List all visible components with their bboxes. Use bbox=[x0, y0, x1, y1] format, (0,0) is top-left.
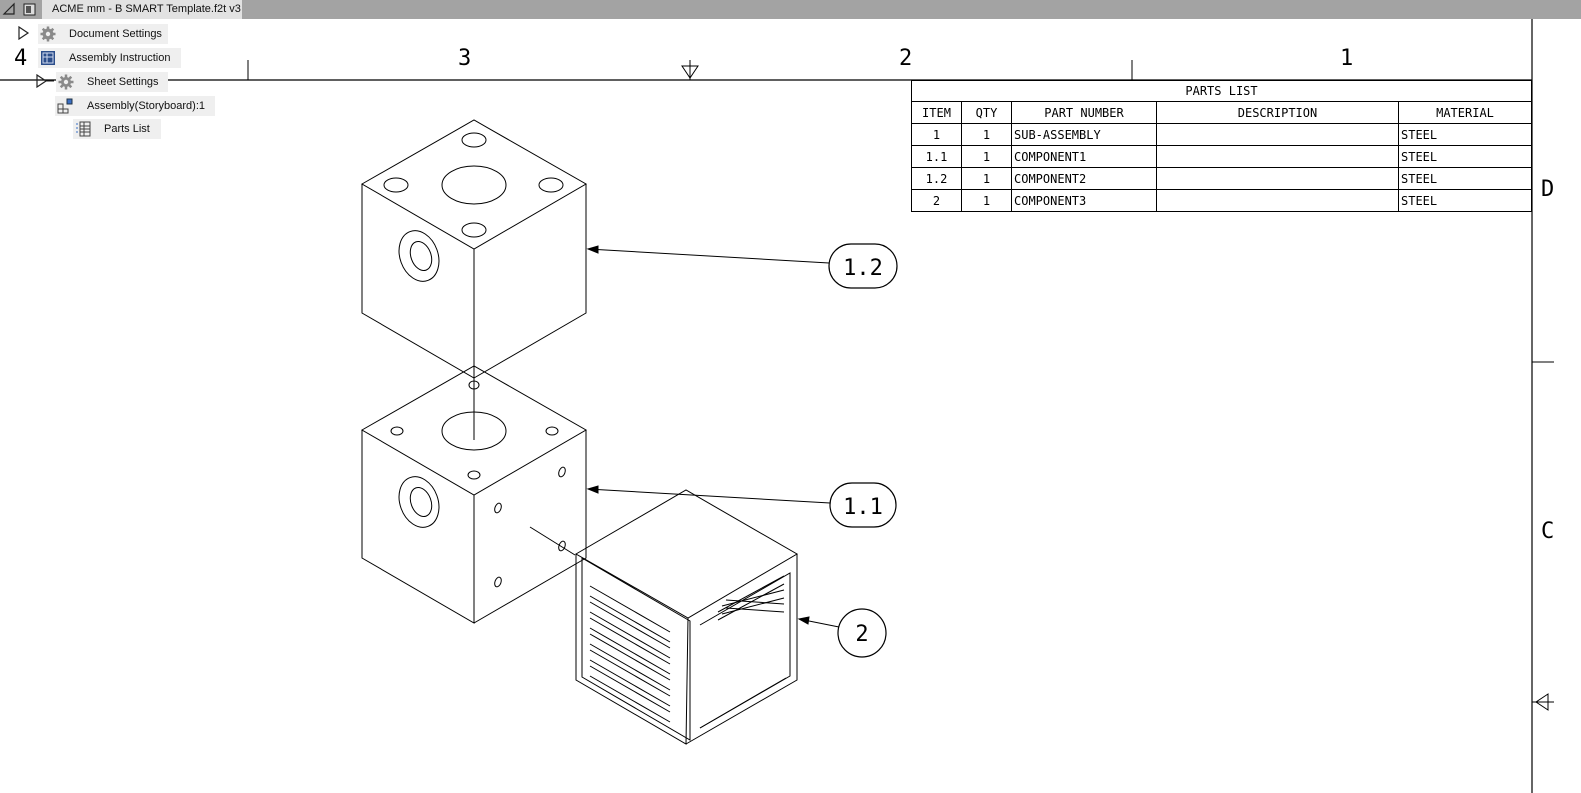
table-cell: COMPONENT1 bbox=[1011, 145, 1157, 168]
table-cell bbox=[1156, 145, 1399, 168]
table-cell: COMPONENT3 bbox=[1011, 189, 1157, 212]
balloon-label: 1.1 bbox=[843, 495, 883, 520]
table-cell: STEEL bbox=[1398, 189, 1532, 212]
table-cell bbox=[1156, 123, 1399, 146]
document-icon[interactable] bbox=[22, 2, 37, 17]
balloon-label: 1.2 bbox=[843, 256, 883, 281]
column-header: MATERIAL bbox=[1398, 101, 1532, 124]
parts-list-table[interactable]: PARTS LIST ITEM QTY PART NUMBER DESCRIPT… bbox=[911, 80, 1532, 212]
tree-node-label: Assembly Instruction bbox=[69, 52, 171, 64]
table-cell bbox=[1156, 189, 1399, 212]
expand-arrow-icon[interactable] bbox=[34, 74, 56, 88]
tree-node-document-settings[interactable]: Document Settings bbox=[38, 24, 168, 44]
table-cell bbox=[1156, 167, 1399, 190]
tree-node-label: Sheet Settings bbox=[87, 76, 159, 88]
parts-list-title: PARTS LIST bbox=[911, 80, 1532, 102]
balloon-2[interactable] bbox=[837, 608, 887, 658]
tree-node-label: Parts List bbox=[104, 123, 150, 135]
expand-arrow-icon[interactable] bbox=[16, 26, 30, 40]
table-cell: COMPONENT2 bbox=[1011, 167, 1157, 190]
table-cell: 2 bbox=[911, 189, 962, 212]
balloon-1-1[interactable] bbox=[829, 482, 897, 528]
table-cell: 1.2 bbox=[911, 167, 962, 190]
table-cell: 1 bbox=[911, 123, 962, 146]
column-header: ITEM bbox=[911, 101, 962, 124]
column-header: QTY bbox=[961, 101, 1012, 124]
table-row[interactable]: 1 1 SUB-ASSEMBLY STEEL bbox=[911, 123, 1532, 146]
table-row[interactable]: 2 1 COMPONENT3 STEEL bbox=[911, 189, 1532, 212]
table-cell: STEEL bbox=[1398, 167, 1532, 190]
gear-icon bbox=[40, 26, 56, 42]
balloon-label: 2 bbox=[855, 622, 868, 647]
component-1-1-view[interactable] bbox=[360, 365, 588, 624]
leader-lines bbox=[586, 245, 840, 628]
zone-letter: C bbox=[1541, 519, 1555, 544]
tree-node-label: Assembly(Storyboard):1 bbox=[87, 100, 205, 112]
table-row[interactable]: 1.2 1 COMPONENT2 STEEL bbox=[911, 167, 1532, 190]
vent-slots-left bbox=[589, 585, 671, 723]
table-cell: 1 bbox=[961, 145, 1012, 168]
zone-number: 4 bbox=[14, 46, 28, 71]
component-2-view[interactable] bbox=[574, 489, 798, 745]
column-header: DESCRIPTION bbox=[1156, 101, 1399, 124]
column-header: PART NUMBER bbox=[1011, 101, 1157, 124]
tree-node-assembly-view[interactable]: Assembly(Storyboard):1 bbox=[55, 96, 215, 116]
tree-node-sheet-settings[interactable]: Sheet Settings bbox=[56, 72, 168, 92]
tree-node-parts-list[interactable]: Parts List bbox=[73, 119, 161, 139]
gear-icon bbox=[58, 74, 74, 90]
drawing-icon bbox=[41, 51, 55, 65]
zone-letter: D bbox=[1541, 177, 1555, 202]
component-1-2-view[interactable] bbox=[360, 119, 588, 379]
zone-number: 3 bbox=[458, 46, 472, 71]
vent-slots-right bbox=[717, 575, 785, 621]
table-cell: 1 bbox=[961, 189, 1012, 212]
table-cell: 1.1 bbox=[911, 145, 962, 168]
table-cell: 1 bbox=[961, 167, 1012, 190]
zone-number: 1 bbox=[1340, 46, 1354, 71]
table-cell: 1 bbox=[961, 123, 1012, 146]
table-row[interactable]: 1.1 1 COMPONENT1 STEEL bbox=[911, 145, 1532, 168]
centering-mark-top bbox=[681, 60, 699, 80]
zone-number: 2 bbox=[899, 46, 913, 71]
collapse-panel-icon[interactable] bbox=[2, 2, 17, 17]
tree-node-label: Document Settings bbox=[69, 28, 162, 40]
tree-node-assembly-instruction[interactable]: Assembly Instruction bbox=[38, 48, 181, 68]
table-cell: SUB-ASSEMBLY bbox=[1011, 123, 1157, 146]
balloon-1-2[interactable] bbox=[828, 243, 898, 289]
table-cell: STEEL bbox=[1398, 123, 1532, 146]
centering-mark-right bbox=[1532, 693, 1554, 711]
table-cell: STEEL bbox=[1398, 145, 1532, 168]
document-tab[interactable]: ACME mm - B SMART Template.f2t v3 bbox=[42, 0, 242, 19]
assembly-view-icon bbox=[57, 98, 73, 114]
title-bar: ACME mm - B SMART Template.f2t v3 bbox=[0, 0, 1581, 19]
parts-list-icon bbox=[76, 121, 91, 137]
